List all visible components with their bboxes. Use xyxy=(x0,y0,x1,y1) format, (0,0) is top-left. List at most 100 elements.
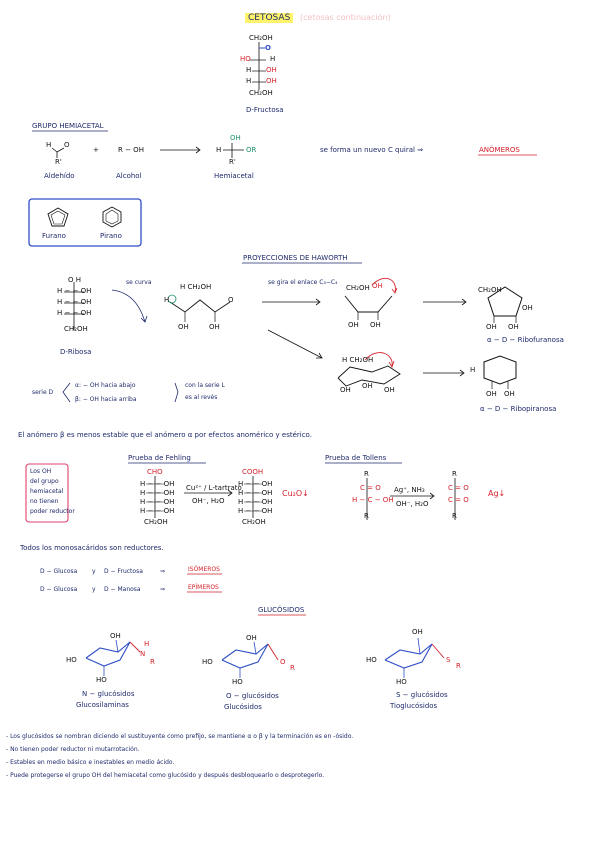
hemiacetal-title: GRUPO HEMIACETAL xyxy=(32,122,104,130)
o-label-2: Glucósidos xyxy=(224,703,262,711)
ribosa-row-2: H − − OH xyxy=(57,298,92,306)
fructosa-r4-left: H xyxy=(246,66,252,74)
curved-h: H xyxy=(164,296,170,304)
aldehyde-h: H xyxy=(46,141,52,149)
bullet-1: - No tienen poder reductor ni mutarrotac… xyxy=(6,746,140,753)
ribosa-name: D-Ribosa xyxy=(60,348,92,356)
mid1-oh: OH xyxy=(372,282,383,290)
aldehyde-r: R' xyxy=(55,158,62,166)
plus-sign: + xyxy=(93,146,99,154)
isomeros-l1-y: y xyxy=(92,568,96,575)
label-hemiacetal: Hemiacetal xyxy=(214,172,254,180)
n-ho-bottom: HO xyxy=(96,676,107,684)
anomeros-term: ANÓMEROS xyxy=(479,146,520,154)
label-furano: Furano xyxy=(42,232,66,240)
bullet-3: - Puede protegerse el grupo OH del hemia… xyxy=(6,772,325,779)
hemiacetal-h: H xyxy=(216,146,222,154)
fehling-right-row-0: H − − OH xyxy=(238,480,273,488)
isomeros-l1b: D − Fructosa xyxy=(104,568,143,575)
fehling-box-line-3: no tienen xyxy=(30,498,59,505)
fructosa-r3-right: H xyxy=(270,55,276,63)
isomeros-l2-y: y xyxy=(92,586,96,593)
hemiacetal-r: R' xyxy=(229,158,236,166)
s-label-1: S − glucósidos xyxy=(396,691,448,699)
isomeros-l2b: D − Manosa xyxy=(104,586,141,593)
fehling-left-row-0: H − − OH xyxy=(140,480,175,488)
tollens-left-0: R xyxy=(364,470,369,478)
fructosa-bottom: CH₂OH xyxy=(249,89,273,97)
s-r: R xyxy=(456,662,461,670)
fructosa-carbonyl: O xyxy=(265,44,271,52)
n-h: H xyxy=(144,640,150,648)
fehling-right-row-3: H − − OH xyxy=(238,507,273,515)
fehling-box-text: Los OH del grupo hemiacetal no tienen po… xyxy=(30,467,75,517)
bullet-0: - Los glucósidos se nombran diciendo el … xyxy=(6,733,354,740)
epimeros-term: EPÍMEROS xyxy=(188,584,219,591)
tollens-conditions: OH⁻, H₂O xyxy=(396,500,429,508)
serie-note-1: con la serie L xyxy=(185,382,225,389)
serie-alpha: α: − OH hacia abajo xyxy=(75,382,136,389)
gira-note: se gira el enlace C₃−C₄ xyxy=(268,279,338,286)
isomeros-term: ISÓMEROS xyxy=(188,566,220,573)
isomeros-l1-arrow: ⇒ xyxy=(160,568,166,575)
s-ho-bottom: HO xyxy=(396,678,407,686)
fructosa-r3-left: HO xyxy=(240,55,251,63)
furanosa-name: α − D − Ribofuranosa xyxy=(487,336,564,344)
curved-o: O xyxy=(228,296,234,304)
n-oh-top: OH xyxy=(110,632,121,640)
hemiacetal-oh: OH xyxy=(230,134,241,142)
s-ho-left: HO xyxy=(366,656,377,664)
fehling-left-row-3: H − − OH xyxy=(140,507,175,515)
mid2-ch: H CH₂OH xyxy=(342,356,374,364)
n-ho-left: HO xyxy=(66,656,77,664)
serie-label: serie D xyxy=(32,389,54,396)
tollens-product: Ag↓ xyxy=(488,489,506,498)
ribosa-row-1: H − − OH xyxy=(57,287,92,295)
fehling-right-top: COOH xyxy=(242,468,264,476)
tollens-right-0: R xyxy=(452,470,457,478)
fehling-title: Prueba de Fehling xyxy=(128,454,191,462)
n-r: R xyxy=(150,658,155,666)
tollens-right-1: C = O xyxy=(448,484,469,492)
reductores-note: Todos los monosacáridos son reductores. xyxy=(20,544,164,552)
fehling-left-top: CHO xyxy=(147,468,163,476)
piranosa-name: α − D − Ribopiranosa xyxy=(480,405,557,413)
o-oh-top: OH xyxy=(246,634,257,642)
serie-beta: β: − OH hacia arriba xyxy=(75,396,137,403)
cetosas-faded-text: (cetosas continuación) xyxy=(300,13,391,22)
furanosa-ch: CH₂OH xyxy=(478,286,502,294)
fehling-box-line-4: poder reductor xyxy=(30,508,75,515)
fehling-left-row-2: H − − OH xyxy=(140,498,175,506)
isomeros-l2a: D − Glucosa xyxy=(40,586,78,593)
tollens-left-1: C = O xyxy=(360,484,381,492)
furanosa-oh-2: OH xyxy=(486,323,497,331)
isomeros-l1a: D − Glucosa xyxy=(40,568,78,575)
fructosa-top: CH₂OH xyxy=(249,34,273,42)
ribosa-row-0: O H xyxy=(68,276,81,284)
s-label-2: Tioglucósidos xyxy=(390,702,438,710)
fehling-product: Cu₂O↓ xyxy=(282,489,309,498)
fehling-box-line-1: del grupo xyxy=(30,478,59,485)
s-oh-top: OH xyxy=(412,628,423,636)
bullet-2: - Estables en medio básico e inestables … xyxy=(6,759,175,766)
tollens-reagent: Ag⁺, NH₃ xyxy=(394,486,425,494)
fehling-left-bottom: CH₂OH xyxy=(144,518,168,526)
cetosas-title: CETOSAS xyxy=(245,13,294,23)
o-atom: O xyxy=(280,658,286,666)
n-atom: N xyxy=(140,650,146,658)
glucosidos-title: GLUCÓSIDOS xyxy=(258,606,305,614)
tollens-right-2: C = O xyxy=(448,496,469,504)
curva-note: se curva xyxy=(126,279,152,286)
mid1-oh-a: OH xyxy=(348,321,359,329)
furanosa-oh-3: OH xyxy=(508,323,519,331)
aldehyde-o: O xyxy=(64,141,70,149)
piranosa-oh-2: OH xyxy=(504,390,515,398)
fehling-left-row-1: H − − OH xyxy=(140,489,175,497)
curved-top: H CH₂OH xyxy=(180,283,212,291)
fehling-box-line-0: Los OH xyxy=(30,468,52,475)
fructosa-r5-left: H xyxy=(246,77,252,85)
o-label-1: O − glucósidos xyxy=(226,692,279,700)
isomeros-l2-arrow: ⇒ xyxy=(160,586,166,593)
fehling-right-bottom: CH₂OH xyxy=(242,518,266,526)
